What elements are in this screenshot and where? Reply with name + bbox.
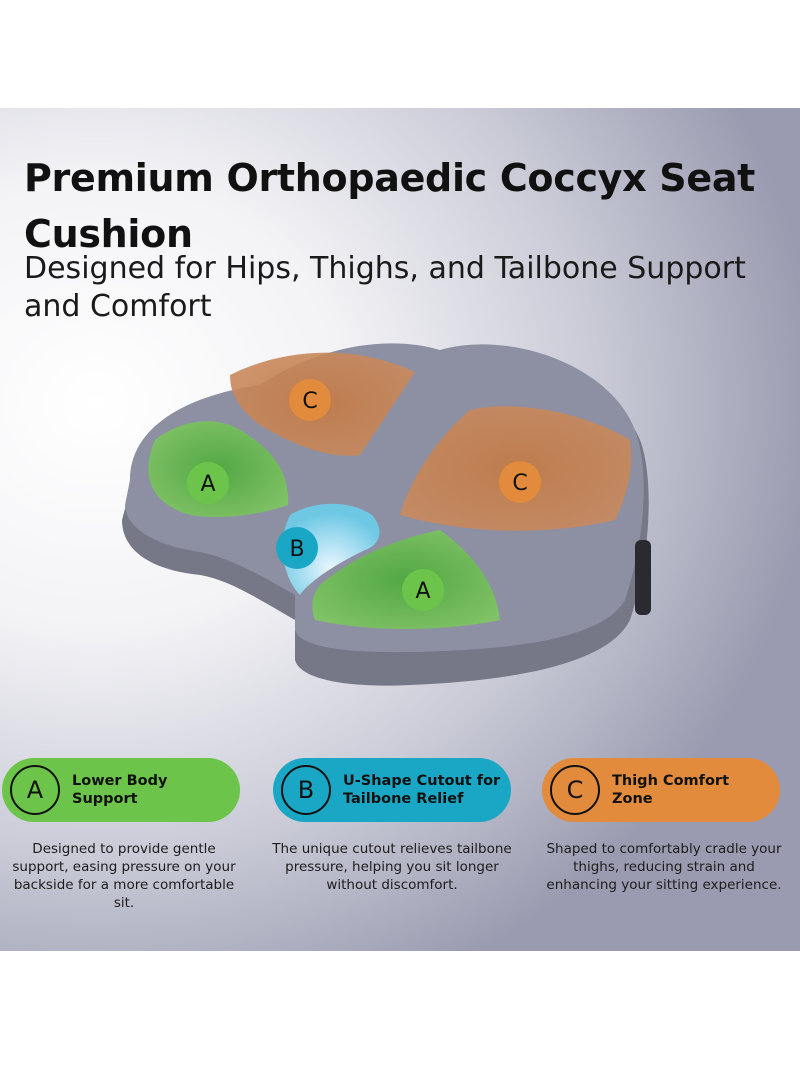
seat-cushion-image: C A C B A — [122, 343, 651, 686]
svg-text:A: A — [200, 472, 215, 497]
cushion-handle — [635, 540, 651, 615]
feature-badge-tailbone: B U-Shape Cutout for Tailbone Relief — [273, 758, 511, 822]
zone-marker-c-top: C — [289, 379, 331, 421]
feature-letter-c: C — [550, 765, 600, 815]
feature-description-b: The unique cutout relieves tailbone pres… — [272, 841, 512, 893]
feature-label-c: Thigh Comfort Zone — [612, 773, 729, 807]
zone-marker-a-left: A — [187, 462, 229, 504]
zone-marker-a-bottom: A — [402, 569, 444, 611]
feature-label-a: Lower Body Support — [72, 773, 168, 807]
feature-badge-thigh: C Thigh Comfort Zone — [542, 758, 780, 822]
feature-description-c: Shaped to comfortably cradle your thighs… — [546, 841, 782, 893]
feature-letter-a: A — [10, 765, 60, 815]
page-title: Premium Orthopaedic Coccyx Seat Cushion — [24, 156, 756, 256]
svg-text:C: C — [302, 389, 317, 414]
zone-marker-c-right: C — [499, 461, 541, 503]
feature-description-a: Designed to provide gentle support, easi… — [12, 841, 236, 911]
feature-letter-b: B — [281, 765, 331, 815]
page-subtitle: Designed for Hips, Thighs, and Tailbone … — [24, 251, 746, 324]
feature-badge-lower-body: A Lower Body Support — [2, 758, 240, 822]
tailbone-cutout — [282, 503, 380, 595]
svg-text:C: C — [512, 471, 527, 496]
svg-text:B: B — [289, 537, 304, 562]
svg-text:A: A — [415, 579, 430, 604]
feature-label-b: U-Shape Cutout for Tailbone Relief — [343, 773, 501, 807]
zone-marker-b: B — [276, 527, 318, 569]
